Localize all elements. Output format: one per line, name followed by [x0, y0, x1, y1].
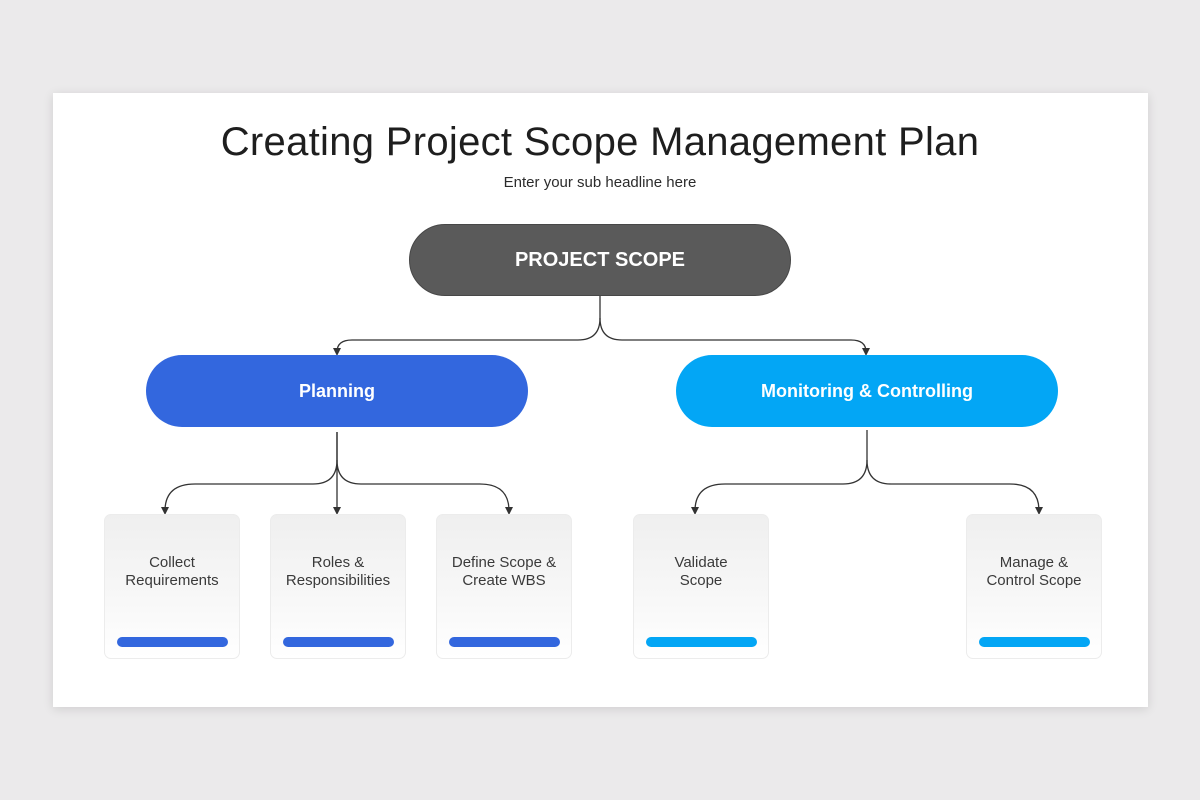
card-label: Manage & Control Scope [986, 554, 1082, 589]
manage-control-scope-card: Manage & Control Scope [966, 514, 1102, 659]
connector-root-to-planning [333, 296, 601, 356]
project-scope-node: PROJECT SCOPE [409, 224, 791, 296]
slide-subtitle: Enter your sub headline here [503, 174, 697, 191]
connector-monitoring-to-manage [866, 459, 1043, 515]
connector-planning-to-collect [161, 432, 338, 515]
monitoring-controlling-node: Monitoring & Controlling [676, 355, 1058, 427]
connector-planning-to-define [336, 459, 513, 515]
card-accent-bar [117, 637, 228, 647]
card-label: Validate Scope [674, 554, 728, 589]
card-accent-bar [646, 637, 757, 647]
collect-requirements-card: Collect Requirements [104, 514, 240, 659]
validate-scope-card: Validate Scope [633, 514, 769, 659]
roles-responsibilities-card: Roles & Responsibilities [270, 514, 406, 659]
planning-node: Planning [146, 355, 528, 427]
define-scope-card: Define Scope & Create WBS [436, 514, 572, 659]
connector-monitoring-to-validate [691, 430, 868, 515]
card-label: Define Scope & Create WBS [451, 554, 557, 589]
slide-title: Creating Project Scope Management Plan [220, 120, 980, 164]
card-accent-bar [979, 637, 1090, 647]
card-label: Collect Requirements [125, 554, 219, 589]
card-accent-bar [449, 637, 560, 647]
card-label: Roles & Responsibilities [285, 554, 391, 589]
card-accent-bar [283, 637, 394, 647]
connector-root-to-monitoring [599, 317, 870, 356]
